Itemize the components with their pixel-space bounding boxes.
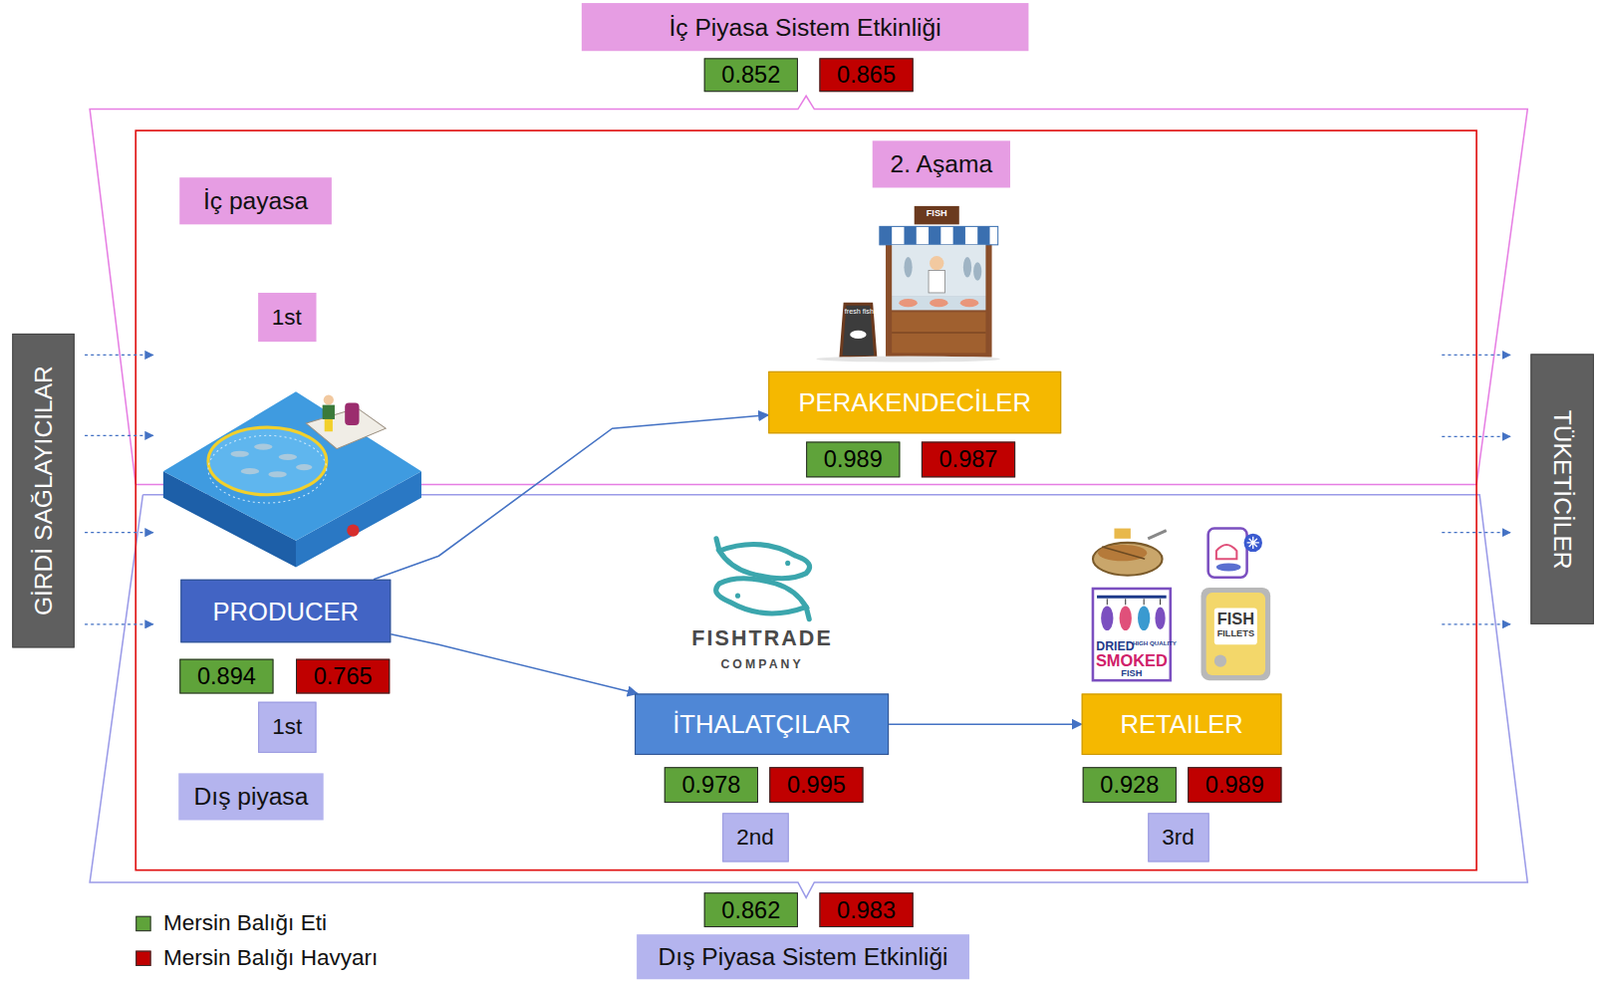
region-label: İç payasa xyxy=(179,177,332,225)
score-box: 0.865 xyxy=(818,57,913,92)
package-text: SMOKED xyxy=(1093,653,1170,670)
actor-box: PERAKENDECİLER xyxy=(768,371,1062,434)
score-box: 0.852 xyxy=(704,57,799,92)
box-text: İç Piyasa Sistem Etkinliği xyxy=(668,12,941,42)
score-box: 0.978 xyxy=(664,767,759,803)
rank-label: 1st xyxy=(258,702,316,754)
score-box: 0.989 xyxy=(805,441,900,478)
fish-stall-illustration xyxy=(815,206,1000,363)
flow-arrow xyxy=(888,723,1082,726)
box-text: 2nd xyxy=(736,824,775,852)
rank-label: 2nd xyxy=(722,812,790,862)
sign-text: FISH xyxy=(914,209,960,219)
box-text: 0.865 xyxy=(836,60,896,89)
box-text: Dış piyasa xyxy=(194,783,309,812)
box-text: 0.989 xyxy=(823,446,883,475)
system-frame xyxy=(135,130,1477,871)
box-text: Dış Piyasa Sistem Etkinliği xyxy=(658,942,949,972)
score-box: 0.989 xyxy=(1187,767,1282,803)
score-box: 0.862 xyxy=(704,892,799,928)
actor-box: PRODUCER xyxy=(180,579,391,644)
box-text: 0.987 xyxy=(939,446,999,475)
flow-arrow xyxy=(373,415,769,580)
box-text: 2. Aşama xyxy=(890,150,993,180)
legend-item: Mersin Balığı Havyarı xyxy=(135,944,378,972)
package-text: FISH xyxy=(1093,669,1170,679)
box-text: PRODUCER xyxy=(213,596,360,627)
box-text: 0.995 xyxy=(787,771,846,800)
actor-box: TÜKETİCİLER xyxy=(1530,353,1595,624)
box-text: 0.983 xyxy=(836,896,896,925)
can-text: FISH xyxy=(1214,611,1258,628)
box-text: 0.989 xyxy=(1205,771,1265,800)
actor-box: GİRDİ SAĞLAYICILAR xyxy=(11,333,74,648)
logo-text: FISHTRADE xyxy=(675,627,849,650)
flow-arrow xyxy=(390,634,638,695)
legend-swatch xyxy=(135,950,151,966)
box-text: 1st xyxy=(271,303,302,331)
fishtrade-logo xyxy=(716,538,810,620)
box-text: GİRDİ SAĞLAYICILAR xyxy=(28,365,58,616)
score-box: 0.894 xyxy=(179,659,273,695)
rank-label: 3rd xyxy=(1147,812,1209,862)
box-text: 0.765 xyxy=(313,662,373,691)
box-text: İTHALATÇILAR xyxy=(672,709,851,740)
legend-item: Mersin Balığı Eti xyxy=(135,910,327,938)
box-text: 0.928 xyxy=(1099,771,1159,800)
package-text: DRIED xyxy=(1093,640,1137,653)
box-text: 3rd xyxy=(1161,824,1195,852)
market-heading: İç Piyasa Sistem Etkinliği xyxy=(581,2,1030,51)
retail-products-icons xyxy=(1092,529,1271,682)
score-box: 0.983 xyxy=(818,892,913,928)
score-box: 0.765 xyxy=(295,659,390,695)
actor-box: İTHALATÇILAR xyxy=(634,693,889,755)
logo-text: COMPANY xyxy=(675,658,849,671)
box-text: PERAKENDECİLER xyxy=(799,387,1032,418)
box-text: TÜKETİCİLER xyxy=(1548,409,1578,569)
box-text: 0.862 xyxy=(721,896,781,925)
score-box: 0.928 xyxy=(1082,767,1177,803)
score-box: 0.995 xyxy=(769,767,863,803)
box-text: 0.894 xyxy=(197,662,257,691)
rank-label: 1st xyxy=(258,292,316,342)
region-label: Dış piyasa xyxy=(178,773,323,820)
score-box: 0.987 xyxy=(921,441,1016,478)
legend-text: Mersin Balığı Eti xyxy=(163,910,327,938)
market-heading: Dış Piyasa Sistem Etkinliği xyxy=(636,934,970,980)
box-text: 0.978 xyxy=(681,771,741,800)
stage-label: 2. Aşama xyxy=(872,140,1011,188)
fish-farm-illustration xyxy=(163,391,422,567)
can-text: FILLETS xyxy=(1214,629,1258,639)
box-text: 1st xyxy=(271,714,302,742)
sign-text: fresh fish xyxy=(842,307,876,315)
legend-text: Mersin Balığı Havyarı xyxy=(163,944,378,972)
box-text: RETAILER xyxy=(1119,709,1243,740)
box-text: 0.852 xyxy=(721,60,781,89)
package-text: HIGH QUALITY xyxy=(1132,640,1170,647)
box-text: İç payasa xyxy=(203,186,308,216)
actor-box: RETAILER xyxy=(1081,693,1283,755)
legend-swatch xyxy=(135,915,151,931)
